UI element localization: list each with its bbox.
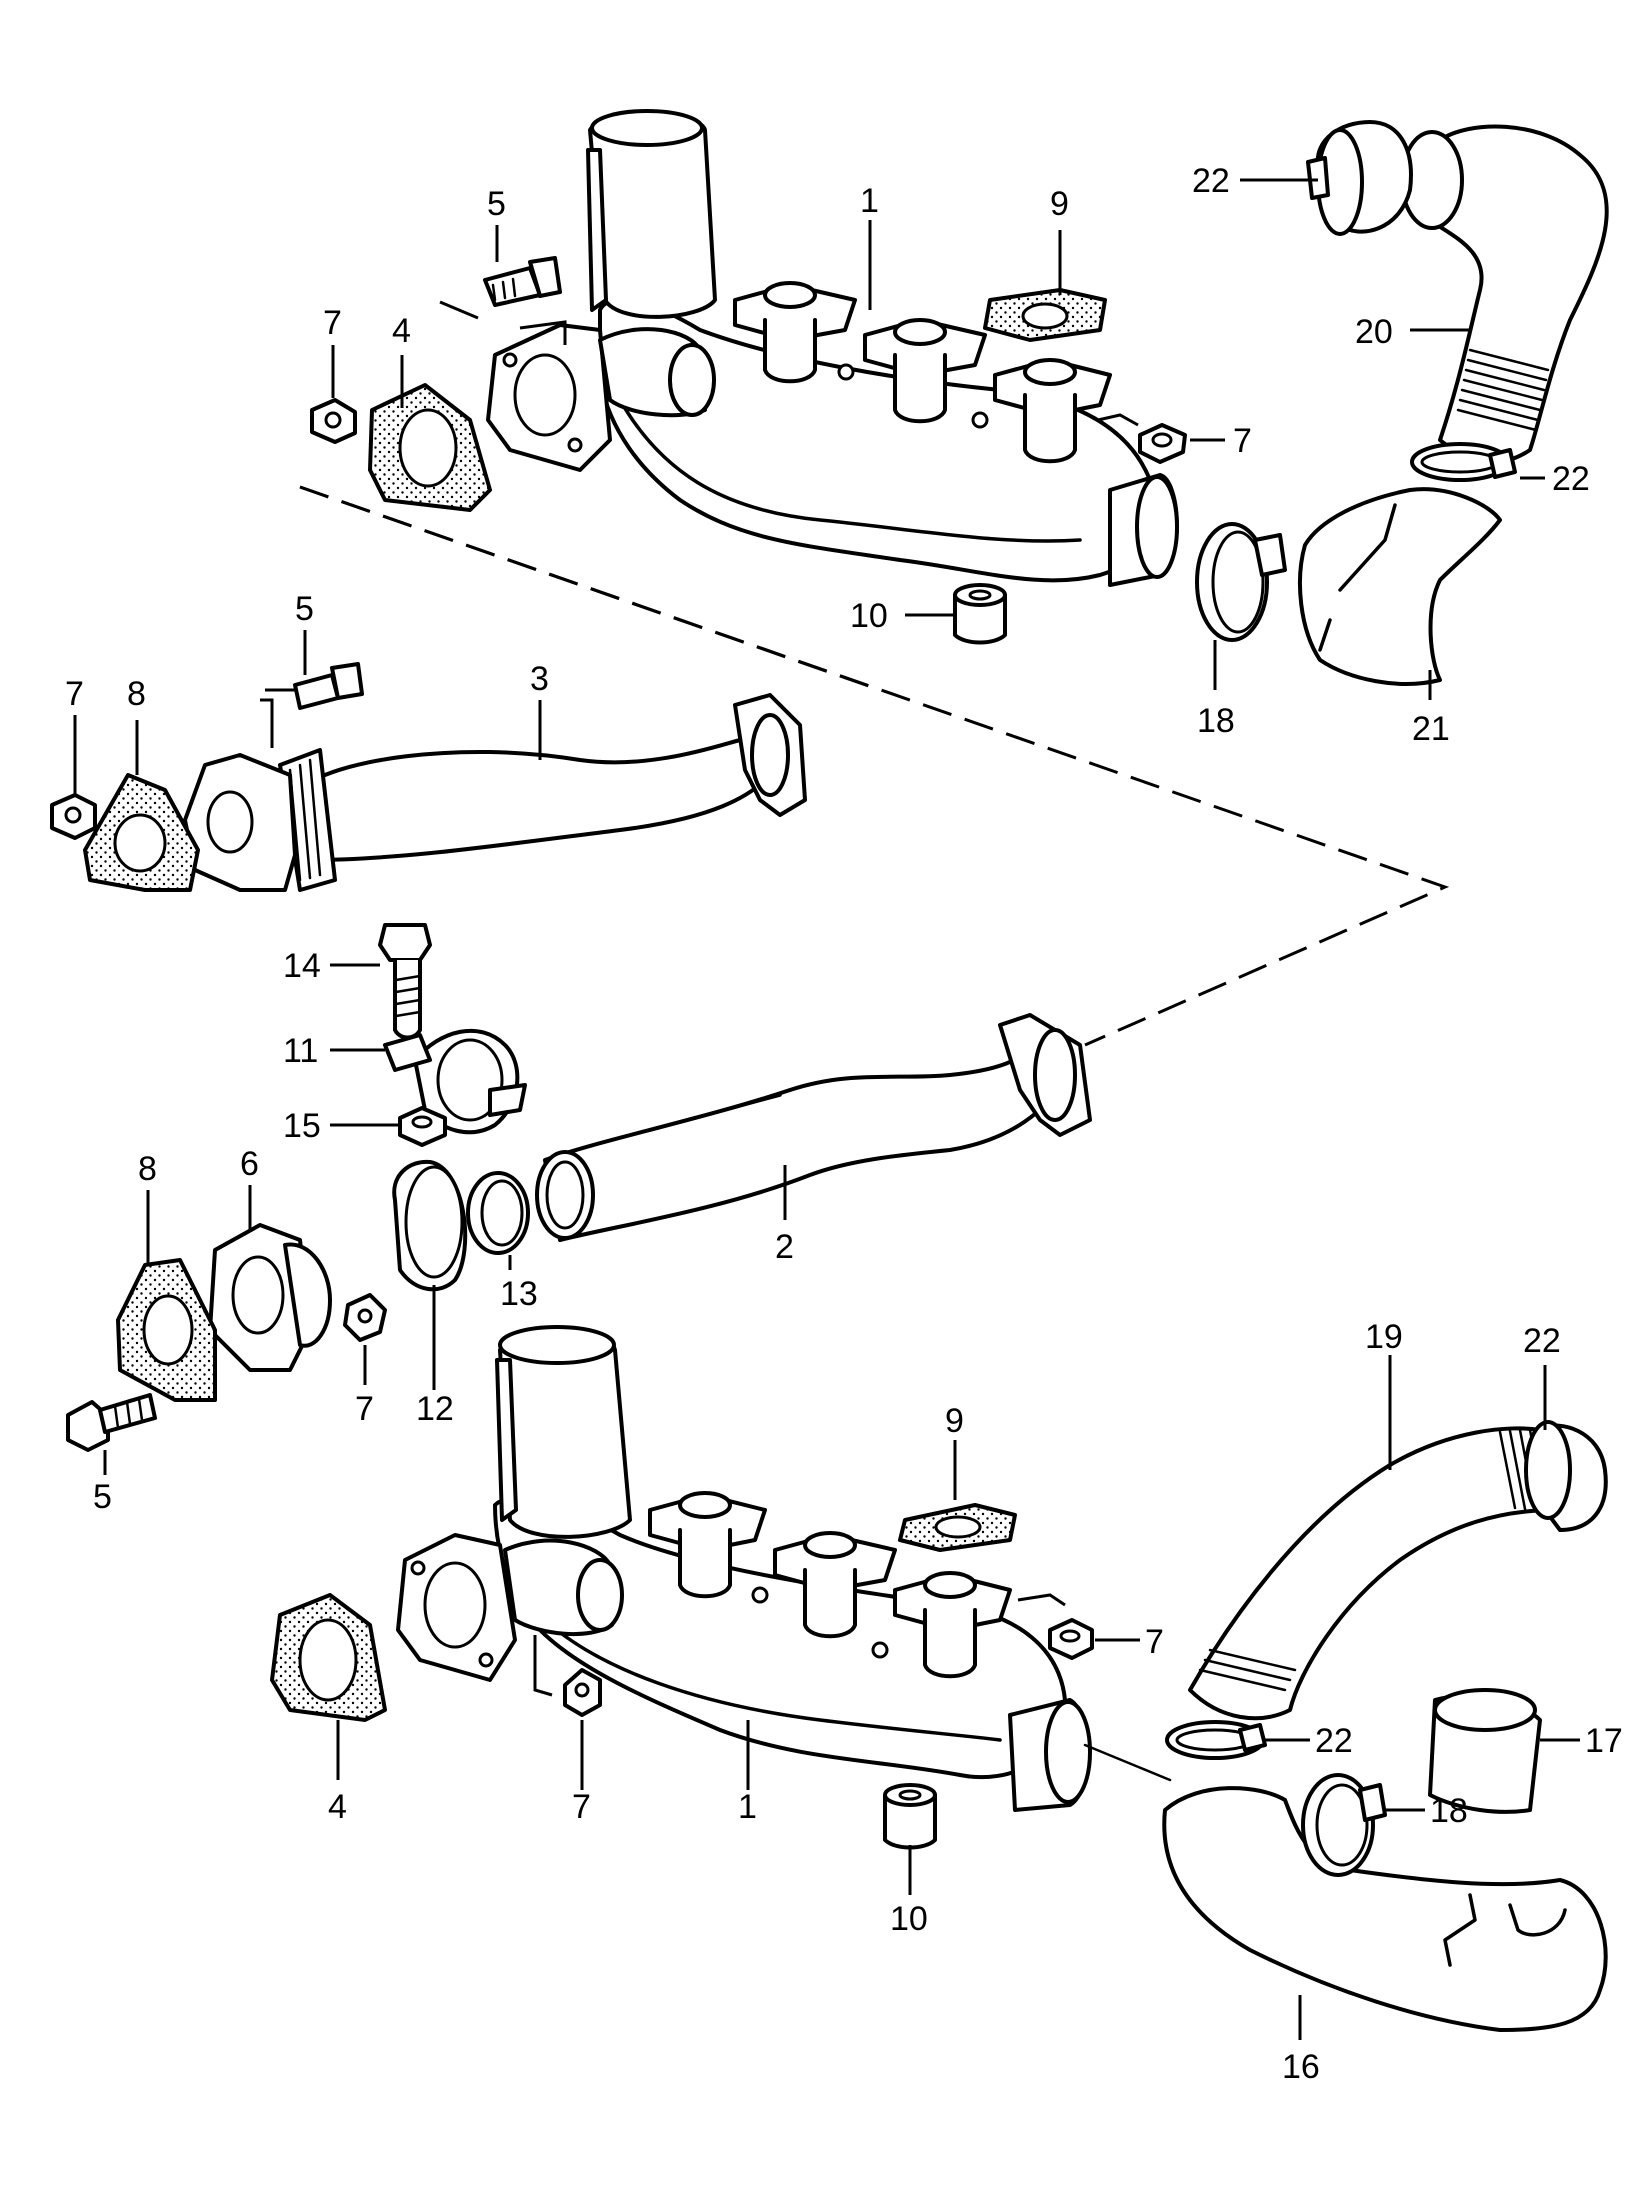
callout-22-right: 22: [1552, 460, 1590, 498]
gasket-4-upper-hole: [398, 408, 458, 488]
alignment-line-low: [1083, 1743, 1172, 1782]
callout-9-low: 9: [945, 1402, 964, 1440]
callout-7-top-left: 7: [323, 304, 342, 342]
callout-7-low-a: 7: [355, 1390, 374, 1428]
callout-19: 19: [1365, 1318, 1403, 1356]
callout-22-low-top: 22: [1523, 1322, 1561, 1360]
flange-6: [208, 1223, 332, 1372]
seal-ring-12: [392, 1159, 468, 1292]
gasket-8-mid-hole: [113, 813, 167, 873]
seal-ring-13: [466, 1171, 530, 1255]
gasket-9-upper-hole: [1021, 302, 1069, 330]
pipe-3: [183, 693, 807, 892]
callout-4-top: 4: [392, 312, 411, 350]
callout-6: 6: [240, 1145, 259, 1183]
gasket-9-low-hole: [934, 1515, 982, 1539]
tailpipe-17: [1428, 1688, 1542, 1814]
assembly-dashed-line-2: [299, 485, 881, 692]
clamp-11: [383, 1028, 527, 1135]
callout-5-top: 5: [487, 185, 506, 223]
heat-exchanger-upper: [486, 109, 1179, 587]
callout-3: 3: [530, 660, 549, 698]
callout-18-low: 18: [1430, 1792, 1468, 1830]
callout-5-low: 5: [93, 1478, 112, 1516]
callout-1-low: 1: [738, 1788, 757, 1826]
callout-8-mid: 8: [127, 675, 146, 713]
bolt-14: [378, 923, 432, 1040]
callout-5-mid: 5: [295, 590, 314, 628]
hose-16: [1162, 1786, 1608, 2032]
gasket-8-low-hole: [142, 1294, 194, 1366]
callout-16: 16: [1282, 2048, 1320, 2086]
clamp-18-low: [1301, 1773, 1387, 1877]
hose-19: [1188, 1426, 1557, 1721]
callout-15: 15: [283, 1107, 321, 1145]
clamp-22-right: [1410, 442, 1517, 482]
callout-13: 13: [500, 1275, 538, 1313]
callout-10-low: 10: [890, 1900, 928, 1938]
gasket-4-low-hole: [298, 1618, 358, 1702]
callout-1-top: 1: [860, 182, 879, 220]
callout-numbers: 22 20 22 21 18 1 9 5 7 4 7 10 5 7 8 3 14…: [65, 162, 1623, 2086]
callout-10-top: 10: [850, 597, 888, 635]
callout-14: 14: [283, 947, 321, 985]
clamp-18-top: [1195, 522, 1287, 642]
callout-11: 11: [283, 1032, 318, 1070]
clamp-22-low-mid: [1165, 1720, 1267, 1760]
callout-22-low-mid: 22: [1315, 1722, 1353, 1760]
pipe-2: [535, 1013, 1092, 1242]
nut-7-guide: [1097, 413, 1139, 427]
callout-9-top: 9: [1050, 185, 1069, 223]
callout-7-top-right: 7: [1233, 422, 1252, 460]
bolt-5-low: [66, 1393, 157, 1452]
hose-20: [1400, 124, 1609, 465]
nut-7-low-b-guide: [1017, 1593, 1066, 1607]
callout-7-low-b: 7: [1145, 1623, 1164, 1661]
bolt-5-upper: [483, 256, 562, 307]
callout-4-low: 4: [328, 1788, 347, 1826]
callout-21: 21: [1412, 710, 1450, 748]
leader-lines: [73, 178, 1580, 2040]
spacer-10-upper: [953, 583, 1007, 645]
callout-7-low-c: 7: [572, 1788, 591, 1826]
nut-7-low-c: [563, 1668, 602, 1717]
nut-7-low-a: [343, 1293, 387, 1342]
callout-17: 17: [1585, 1722, 1623, 1760]
nut-7-upper-left: [310, 398, 357, 444]
nut-7-upper-right: [1138, 423, 1187, 464]
spacer-10-low: [883, 1783, 937, 1850]
hose-21: [1298, 487, 1502, 686]
clamp-22-low-top: [1524, 1420, 1608, 1532]
nut-15: [398, 1106, 447, 1147]
callout-22-top: 22: [1192, 162, 1230, 200]
bolt-5-mid-guide: [260, 688, 295, 748]
callout-8-low: 8: [138, 1150, 157, 1188]
bolt-5-upper-guide: [439, 300, 567, 345]
callout-18-top: 18: [1197, 702, 1235, 740]
nut-7-low-b: [1048, 1618, 1094, 1660]
heat-exchanger-lower: [396, 1325, 1092, 1812]
callout-20: 20: [1355, 313, 1393, 351]
clamp-22-top: [1306, 120, 1413, 236]
callout-2: 2: [775, 1228, 794, 1266]
bolt-5-mid: [293, 662, 364, 710]
callout-12: 12: [416, 1390, 454, 1428]
nut-7-low-c-guide: [533, 1635, 553, 1697]
nut-7-mid: [50, 793, 97, 840]
callout-7-mid: 7: [65, 675, 84, 713]
